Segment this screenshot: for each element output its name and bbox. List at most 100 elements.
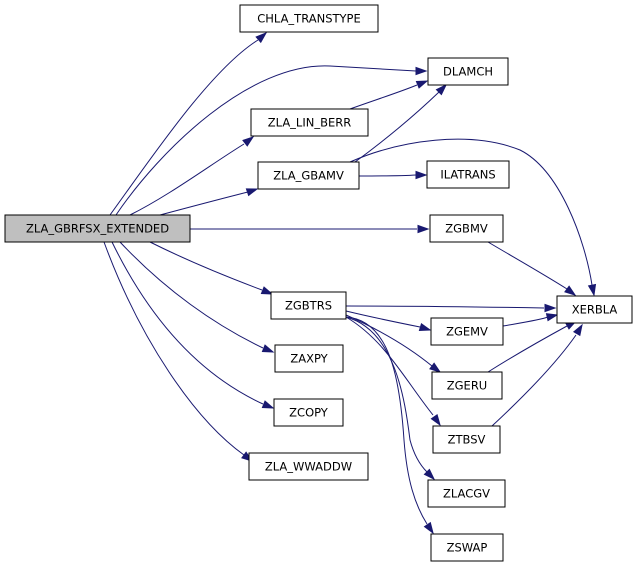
- arrowhead: [415, 80, 429, 89]
- node-label: ZGBTRS: [285, 299, 332, 313]
- node-label: ZLA_LIN_BERR: [268, 116, 351, 130]
- node-box: [273, 398, 344, 427]
- edge-zgemv-to-xerbla: [502, 313, 559, 327]
- node-ztbsv[interactable]: ZTBSV: [432, 425, 501, 454]
- edge-line: [109, 39, 259, 216]
- node-box: [426, 160, 510, 189]
- node-label: ZLA_GBAMV: [273, 169, 344, 183]
- edge-zgbtrs-to-zgemv: [345, 310, 432, 332]
- node-gbamv[interactable]: ZLA_GBAMV: [257, 161, 360, 190]
- node-box: [270, 291, 347, 320]
- edge-root-to-linberr: [129, 136, 255, 216]
- node-box: [430, 533, 504, 562]
- edge-ztbsv-to-xerbla: [491, 323, 583, 427]
- edge-root-to-chla: [109, 32, 268, 216]
- edge-line: [345, 316, 428, 473]
- edge-root-to-zgbmv: [190, 224, 430, 234]
- node-label: ZGBMV: [445, 222, 488, 236]
- edge-root-to-dlamch: [115, 65, 428, 216]
- node-zgbmv[interactable]: ZGBMV: [429, 214, 504, 243]
- node-zswap[interactable]: ZSWAP: [430, 533, 504, 562]
- edge-line: [345, 314, 433, 367]
- nodes-layer: ZLA_GBRFSX_EXTENDED CHLA_TRANSTYPE DLAMCH Z…: [4, 4, 633, 562]
- arrowhead: [261, 400, 275, 409]
- node-ilatrans[interactable]: ILATRANS: [426, 160, 510, 189]
- node-zgemv[interactable]: ZGEMV: [430, 317, 504, 346]
- arrowhead: [544, 303, 557, 313]
- arrowhead: [423, 468, 436, 481]
- node-zlacgv[interactable]: ZLACGV: [427, 479, 506, 508]
- node-label: ZTBSV: [448, 433, 486, 447]
- arrowhead: [415, 66, 428, 76]
- edge-line: [487, 241, 568, 290]
- arrowhead: [545, 313, 559, 322]
- node-label: ZSWAP: [447, 541, 488, 555]
- edge-line: [129, 143, 245, 216]
- edge-linberr-to-dlamch: [349, 80, 429, 110]
- node-label: ILATRANS: [440, 168, 495, 182]
- node-box: [430, 317, 504, 346]
- edge-line: [358, 174, 417, 177]
- edge-line: [349, 84, 418, 110]
- node-zgbtrs[interactable]: ZGBTRS: [270, 291, 347, 320]
- node-label: ZCOPY: [289, 406, 329, 420]
- node-box: [250, 108, 369, 137]
- edge-line: [345, 316, 428, 525]
- edge-line: [345, 305, 545, 309]
- edge-zgbtrs-to-zgeru: [345, 314, 442, 373]
- node-label: ZGEMV: [446, 325, 488, 339]
- edge-zgbtrs-to-ztbsv: [345, 316, 441, 427]
- arrowhead: [255, 32, 268, 44]
- node-box: [257, 161, 360, 190]
- edge-line: [115, 65, 417, 216]
- edge-gbamv-to-ilatrans: [358, 170, 428, 180]
- edge-zgbmv-to-xerbla: [487, 241, 577, 296]
- edge-gbamv-to-dlamch: [354, 83, 448, 163]
- edge-line: [345, 316, 434, 416]
- edge-line: [491, 334, 577, 427]
- node-label: ZGERU: [447, 379, 487, 393]
- arrowhead: [572, 323, 583, 337]
- edge-root-to-zaxpy: [119, 241, 275, 353]
- arrowhead: [261, 344, 275, 353]
- node-wwaddw[interactable]: ZLA_WWADDW: [248, 452, 369, 481]
- node-label: ZLACGV: [443, 487, 490, 501]
- arrowhead: [245, 188, 259, 197]
- node-dlamch[interactable]: DLAMCH: [427, 57, 509, 86]
- node-xerbla[interactable]: XERBLA: [556, 295, 633, 324]
- node-box: [556, 295, 633, 324]
- edge-root-to-wwaddw: [103, 241, 254, 462]
- edge-line: [103, 241, 245, 456]
- node-linberr[interactable]: ZLA_LIN_BERR: [250, 108, 369, 137]
- edges-layer: [103, 32, 597, 535]
- node-box: [427, 479, 506, 508]
- edge-root-to-gbamv: [159, 188, 259, 216]
- node-box: [239, 4, 379, 33]
- node-box: [429, 214, 504, 243]
- node-zcopy[interactable]: ZCOPY: [273, 398, 344, 427]
- edge-line: [502, 316, 549, 327]
- arrowhead: [423, 521, 434, 535]
- arrowhead: [429, 362, 442, 373]
- edge-gbamv-to-xerbla: [349, 138, 597, 297]
- node-zgeru[interactable]: ZGERU: [431, 371, 503, 400]
- arrowhead: [242, 136, 255, 147]
- arrowhead: [417, 224, 430, 234]
- node-zaxpy[interactable]: ZAXPY: [274, 344, 344, 373]
- node-box: [427, 57, 509, 86]
- edge-zgbtrs-to-xerbla: [345, 303, 557, 313]
- node-root[interactable]: ZLA_GBRFSX_EXTENDED: [4, 214, 191, 243]
- edge-line: [487, 325, 568, 373]
- arrowhead: [260, 286, 274, 295]
- node-box: [274, 344, 344, 373]
- node-box: [431, 371, 503, 400]
- edge-zgbtrs-to-zswap: [345, 316, 434, 535]
- node-chla[interactable]: CHLA_TRANSTYPE: [239, 4, 379, 33]
- edge-line: [345, 310, 421, 328]
- arrowhead: [435, 83, 448, 96]
- node-box: [248, 452, 369, 481]
- node-label: XERBLA: [572, 303, 618, 317]
- edge-zgbtrs-to-zlacgv: [345, 316, 436, 481]
- arrowhead: [415, 170, 428, 180]
